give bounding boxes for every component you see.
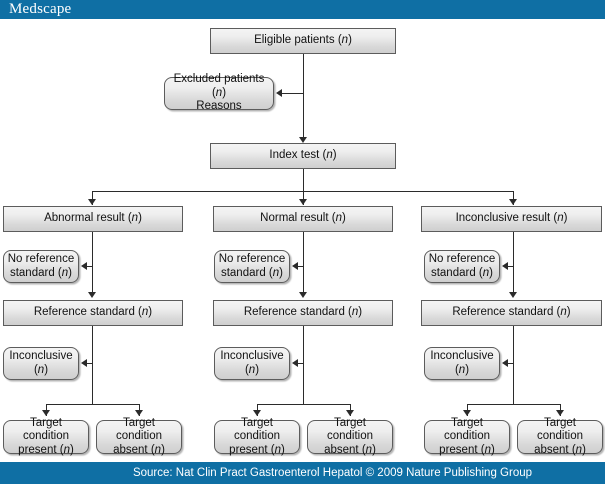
medscape-header-bar: Medscape [0,0,605,19]
node-c2-reference-standard-label: Reference standard (n) [243,306,363,319]
connector-index-down [303,169,304,191]
arrow-branch-mid [299,199,307,205]
node-abnormal-result: Abnormal result (n) [3,206,183,232]
arrow-c1-to-inconclusive [81,359,87,367]
node-inconclusive-result-label: Inconclusive result (n) [455,212,568,225]
arrow-c2-to-inconclusive [292,359,298,367]
connector-c1-spine-to-norefstd [87,266,93,267]
connector-c2-spine-to-inconclusive [298,363,304,364]
connector-c2-spine-to-norefstd [298,266,304,267]
connector-c3-reference-down [513,326,514,404]
connector-c1-outcome-bus [46,404,140,405]
connector-c2-reference-down [303,326,304,404]
connector-c1-reference-down [92,326,93,404]
node-excluded-patients: Excluded patients (n)Reasons [164,73,274,112]
node-c1-inconclusive: Inconclusive(n) [3,347,79,380]
node-normal-result-label: Normal result (n) [260,212,346,225]
connector-spine-to-excluded [282,93,303,94]
node-eligible-patients: Eligible patients (n) [210,28,396,54]
arrow-c2-outcome-left [253,410,261,416]
arrow-c1-to-reference [88,292,96,298]
arrow-c2-to-reference [299,292,307,298]
node-c3-reference-standard: Reference standard (n) [421,300,602,326]
node-c2-inconclusive: Inconclusive(n) [214,347,290,380]
node-c3-inconclusive: Inconclusive(n) [424,347,500,380]
arrow-spine-to-excluded [276,89,282,97]
arrow-c3-to-inconclusive [502,359,508,367]
arrow-c3-outcome-left [463,410,471,416]
arrow-branch-right [509,199,517,205]
connector-branch-mid [303,191,304,205]
connector-c1-result-to-reference [92,232,93,296]
flow-diagram-canvas: Eligible patients (n) Excluded patients … [0,19,605,462]
node-c1-inconclusive-label: Inconclusive(n) [9,349,73,376]
medscape-logo: Medscape [9,1,72,17]
connector-eligible-to-index [303,54,304,141]
arrow-c3-outcome-right [556,410,564,416]
source-attribution: Source: Nat Clin Pract Gastroenterol Hep… [132,467,533,479]
arrow-c1-outcome-left [42,410,50,416]
arrow-c1-outcome-right [135,410,143,416]
node-c2-inconclusive-label: Inconclusive(n) [220,349,284,376]
connector-c1-spine-to-inconclusive [87,363,93,364]
node-normal-result: Normal result (n) [213,206,393,232]
connector-c3-result-to-reference [513,232,514,296]
source-footer-bar: Source: Nat Clin Pract Gastroenterol Hep… [0,462,605,484]
connector-branch-left [92,191,93,205]
arrow-branch-left [88,199,96,205]
connector-c2-outcome-bus [257,404,351,405]
node-excluded-patients-label: Excluded patients (n)Reasons [173,73,265,113]
connector-c3-spine-to-norefstd [508,266,514,267]
node-eligible-patients-label: Eligible patients (n) [254,34,352,47]
connector-branch-right [513,191,514,205]
node-index-test-label: Index test (n) [269,149,337,162]
node-c1-reference-standard-label: Reference standard (n) [33,306,153,319]
arrow-c2-to-norefstd [292,262,298,270]
node-c2-reference-standard: Reference standard (n) [213,300,393,326]
node-index-test: Index test (n) [210,143,396,169]
arrow-c2-outcome-right [346,410,354,416]
node-c3-inconclusive-label: Inconclusive(n) [430,349,494,376]
arrow-c1-to-norefstd [81,262,87,270]
connector-c2-result-to-reference [303,232,304,296]
arrow-c3-to-norefstd [502,262,508,270]
node-abnormal-result-label: Abnormal result (n) [44,212,142,225]
arrow-c3-to-reference [509,292,517,298]
arrow-eligible-to-index [299,137,307,143]
node-c1-reference-standard: Reference standard (n) [3,300,183,326]
connector-c3-spine-to-inconclusive [508,363,514,364]
node-c3-reference-standard-label: Reference standard (n) [452,306,571,319]
node-inconclusive-result: Inconclusive result (n) [421,206,602,232]
connector-c3-outcome-bus [467,404,561,405]
